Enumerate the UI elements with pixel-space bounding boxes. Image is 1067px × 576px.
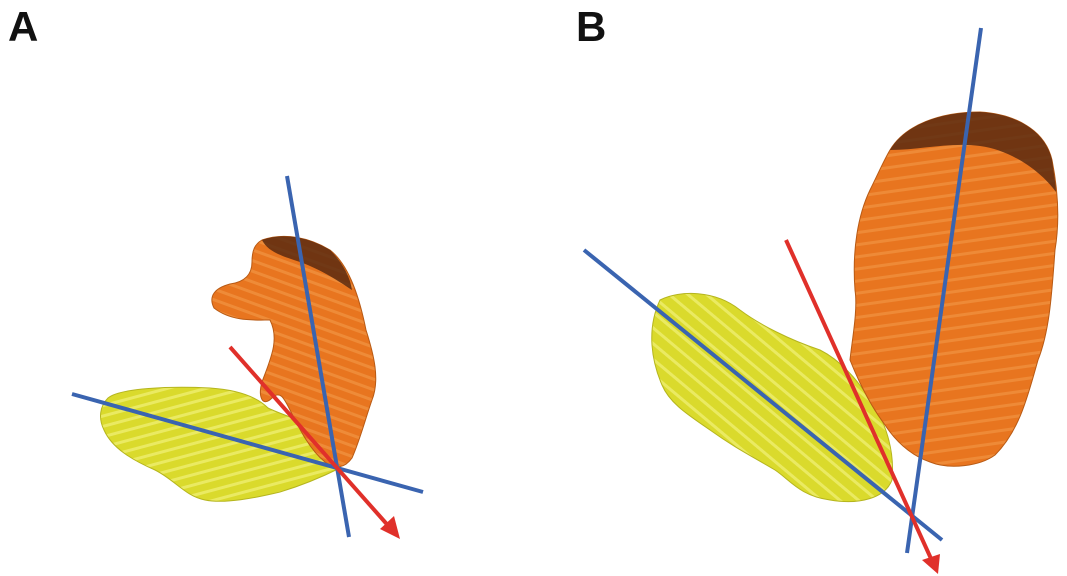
panel-a: A [0,0,540,576]
orange-structure-b [850,112,1058,466]
panel-b: B [540,0,1067,576]
panel-a-figure [0,0,540,576]
red-arrowhead-b [922,554,940,574]
panel-b-figure [540,0,1067,576]
